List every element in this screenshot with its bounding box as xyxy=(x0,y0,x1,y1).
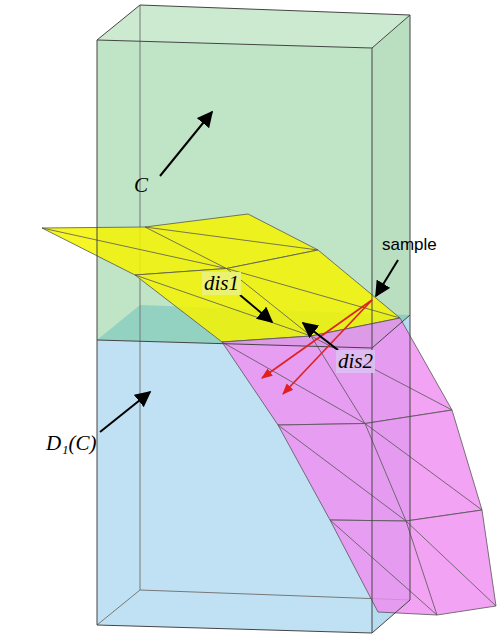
leader-arrow xyxy=(160,112,212,176)
cell-edge xyxy=(372,48,373,633)
leader-arrow xyxy=(100,392,150,432)
surface-patch xyxy=(330,510,496,615)
cell-edge xyxy=(97,40,98,625)
distance-line xyxy=(283,300,372,394)
upper-cell-top xyxy=(97,5,410,48)
distance-label: dis2 xyxy=(336,350,375,373)
cell-edge xyxy=(372,15,410,48)
mesh-edge xyxy=(145,227,227,269)
sample-label: sample xyxy=(380,236,439,255)
cell-edge xyxy=(410,15,411,600)
cell-label: C xyxy=(132,174,150,197)
cell-edge xyxy=(97,625,372,633)
surface-patch xyxy=(222,318,452,425)
cell-edge xyxy=(372,315,410,348)
leader-arrow xyxy=(303,323,338,350)
mesh-edge xyxy=(330,520,437,615)
hidden-edge xyxy=(97,590,140,625)
cell-edge xyxy=(97,40,372,48)
mesh-edge xyxy=(406,521,496,606)
distance-label: dis1 xyxy=(202,272,241,295)
mesh-edge xyxy=(365,424,406,522)
surface-patch xyxy=(278,410,482,521)
cell-edge xyxy=(140,5,410,15)
upper-cell-side xyxy=(372,15,410,348)
hidden-edge xyxy=(140,5,141,590)
mesh-edge xyxy=(365,424,482,511)
mesh-edge xyxy=(227,269,401,319)
leader-arrow xyxy=(240,295,272,322)
cell-edge xyxy=(97,5,140,40)
mesh-edge xyxy=(145,227,318,250)
neighbor-cell-label: D₁(C) xyxy=(44,432,98,455)
cell-edge xyxy=(372,600,410,633)
leader-arrow xyxy=(376,260,398,296)
